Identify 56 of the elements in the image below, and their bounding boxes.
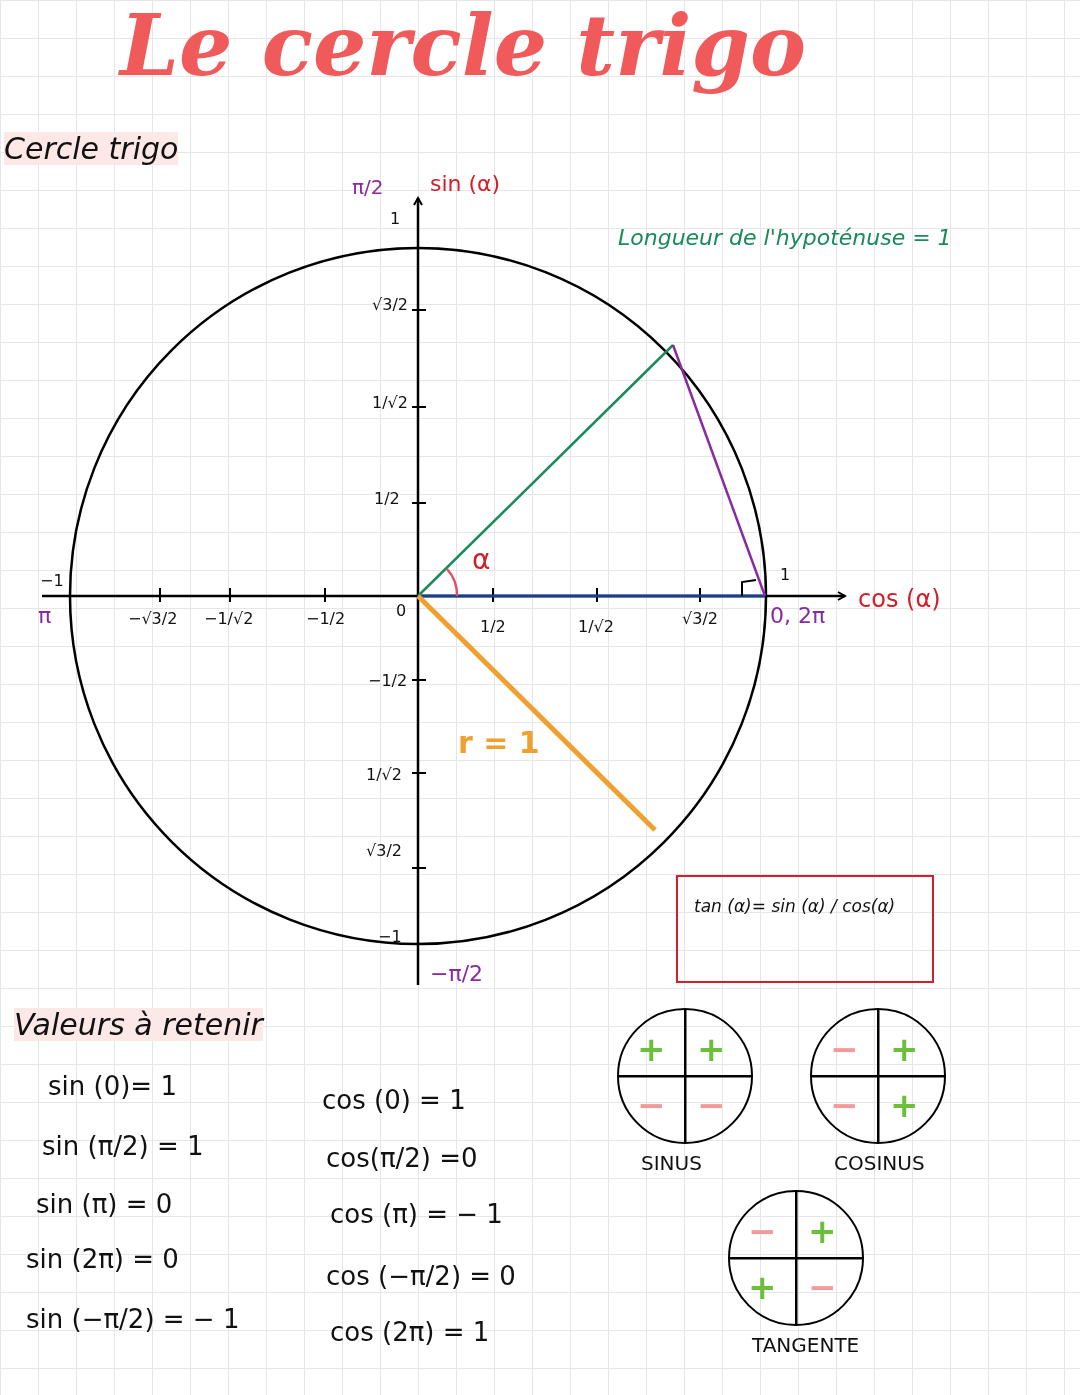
axis-title: sin (α) bbox=[430, 172, 501, 197]
axis-tick-label: 1/2 bbox=[480, 618, 506, 636]
formula: cos (2π) = 1 bbox=[330, 1318, 490, 1347]
axis-angle-label: π/2 bbox=[352, 176, 384, 198]
radius-label: r = 1 bbox=[458, 726, 540, 759]
axis-tick-label: −1/2 bbox=[306, 610, 346, 628]
sign-symbol: + bbox=[890, 1032, 919, 1066]
sign-symbol: + bbox=[637, 1032, 666, 1066]
axis-tick-label: √3/2 bbox=[682, 610, 718, 628]
sign-symbol: + bbox=[697, 1032, 726, 1066]
axis-angle-label: 0, 2π bbox=[770, 604, 826, 629]
axis-tick-label: 1/2 bbox=[374, 490, 400, 508]
axis-tick-label: −1/2 bbox=[368, 672, 408, 690]
axis-tick-label: 0 bbox=[396, 602, 407, 620]
axis-tick-label: −1 bbox=[40, 572, 64, 590]
axis-tick-label: √3/2 bbox=[366, 842, 402, 860]
axis-tick-label: 1/√2 bbox=[578, 618, 614, 636]
axis-tick-label: 1 bbox=[390, 210, 401, 228]
sign-symbol: + bbox=[890, 1088, 919, 1122]
angle-symbol: α bbox=[472, 545, 491, 576]
sign-symbol: − bbox=[697, 1088, 726, 1122]
axis-angle-label: π bbox=[38, 604, 52, 629]
sign-symbol: − bbox=[808, 1270, 837, 1304]
formula: cos (−π/2) = 0 bbox=[326, 1262, 516, 1291]
axis-tick-label: −√3/2 bbox=[128, 610, 178, 628]
annotation-text: Longueur de l'hypoténuse = 1 bbox=[618, 226, 952, 251]
axis-tick-label: √3/2 bbox=[372, 296, 408, 314]
axis-tick-label: −1 bbox=[378, 928, 402, 946]
axis-title: cos (α) bbox=[858, 586, 941, 613]
sign-symbol: − bbox=[748, 1214, 777, 1248]
section-heading: Valeurs à retenir bbox=[14, 1008, 263, 1041]
formula-box bbox=[676, 875, 934, 983]
circle-caption: TANGENTE bbox=[752, 1334, 860, 1356]
sign-symbol: − bbox=[830, 1088, 859, 1122]
axis-angle-label: −π/2 bbox=[430, 962, 484, 987]
page-title: Le cercle trigo bbox=[120, 0, 807, 93]
circle-caption: COSINUS bbox=[834, 1152, 925, 1174]
circle-caption: SINUS bbox=[641, 1152, 702, 1174]
sign-symbol: − bbox=[637, 1088, 666, 1122]
sign-symbol: + bbox=[808, 1214, 837, 1248]
formula: cos(π/2) =0 bbox=[326, 1144, 478, 1173]
formula: sin (π/2) = 1 bbox=[42, 1132, 204, 1161]
formula: sin (−π/2) = − 1 bbox=[26, 1305, 240, 1334]
formula: sin (2π) = 0 bbox=[26, 1245, 179, 1274]
formula: sin (π) = 0 bbox=[36, 1190, 173, 1219]
formula: tan (α)= sin (α) / cos(α) bbox=[694, 897, 896, 916]
sign-symbol: − bbox=[830, 1032, 859, 1066]
axis-tick-label: 1/√2 bbox=[372, 394, 408, 412]
formula: cos (π) = − 1 bbox=[330, 1200, 503, 1229]
section-heading: Cercle trigo bbox=[4, 132, 179, 165]
axis-tick-label: 1/√2 bbox=[366, 766, 402, 784]
axis-tick-label: 1 bbox=[780, 566, 791, 584]
sign-symbol: + bbox=[748, 1270, 777, 1304]
formula: cos (0) = 1 bbox=[322, 1086, 466, 1115]
axis-tick-label: −1/√2 bbox=[204, 610, 254, 628]
formula: sin (0)= 1 bbox=[48, 1072, 177, 1101]
